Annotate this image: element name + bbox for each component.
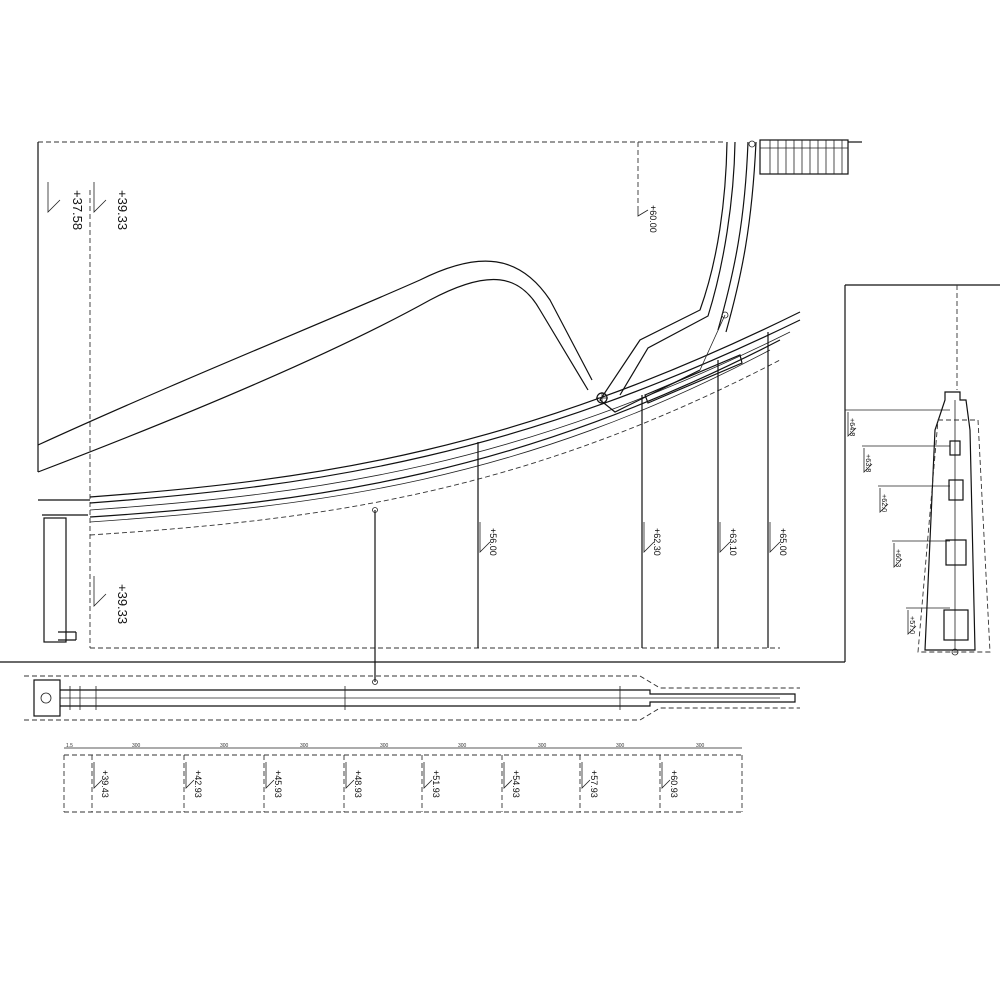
level-label-beam-2: +62.30 xyxy=(652,528,662,556)
level-label-beam-4: +65.00 xyxy=(778,528,788,556)
right-detail: +64.8 +63.8 +62.0 +60.3 +57.0 xyxy=(845,285,991,656)
dimension-label: 300 xyxy=(458,743,467,749)
main-section: +37.58 +39.33 +39.33 +60.00 +56.00 +62.3… xyxy=(37,139,862,685)
stair-detail xyxy=(748,139,862,175)
column-lines xyxy=(372,332,769,685)
curved-spine xyxy=(596,141,757,413)
plan-level-label: +48.93 xyxy=(353,770,363,798)
plan-level-label: +54.93 xyxy=(511,770,521,798)
detail-level-label: +63.8 xyxy=(864,454,873,472)
plan-level-label: +45.93 xyxy=(273,770,283,798)
level-label-beam-3: +63.10 xyxy=(728,528,738,556)
dimension-label: 300 xyxy=(538,743,547,749)
ground-lines xyxy=(0,284,1000,663)
detail-level-label: +62.0 xyxy=(880,494,889,512)
level-label-left-low: +39.33 xyxy=(115,584,130,624)
plan-level-label: +60.93 xyxy=(669,770,679,798)
level-label-top-right: +60.00 xyxy=(648,205,658,233)
bottom-strip: 1.5 300 300 300 300 300 300 300 300 +39.… xyxy=(63,743,743,813)
dimension-label: 300 xyxy=(300,743,309,749)
left-foundation xyxy=(38,499,90,643)
plan-level-label: +42.93 xyxy=(193,770,203,798)
dimension-label: 300 xyxy=(616,743,625,749)
dimension-label: 300 xyxy=(380,743,389,749)
dimension-label: 300 xyxy=(132,743,141,749)
plan-view xyxy=(24,675,800,721)
level-label-top-left-a: +37.58 xyxy=(70,190,85,230)
detail-level-label: +60.3 xyxy=(894,549,903,567)
curved-path xyxy=(37,260,593,473)
curved-beams xyxy=(89,311,801,536)
dimension-label: 1.5 xyxy=(66,743,73,749)
level-label-top-left-b: +39.33 xyxy=(115,190,130,230)
dimension-label: 300 xyxy=(696,743,705,749)
detail-level-label: +57.0 xyxy=(908,616,917,634)
level-label-beam-1: +56.00 xyxy=(488,528,498,556)
plan-level-label: +39.43 xyxy=(100,770,110,798)
level-markers xyxy=(47,182,781,607)
detail-level-label: +64.8 xyxy=(848,418,857,436)
plan-level-label: +51.93 xyxy=(431,770,441,798)
dimension-label: 300 xyxy=(220,743,229,749)
plan-level-label: +57.93 xyxy=(589,770,599,798)
